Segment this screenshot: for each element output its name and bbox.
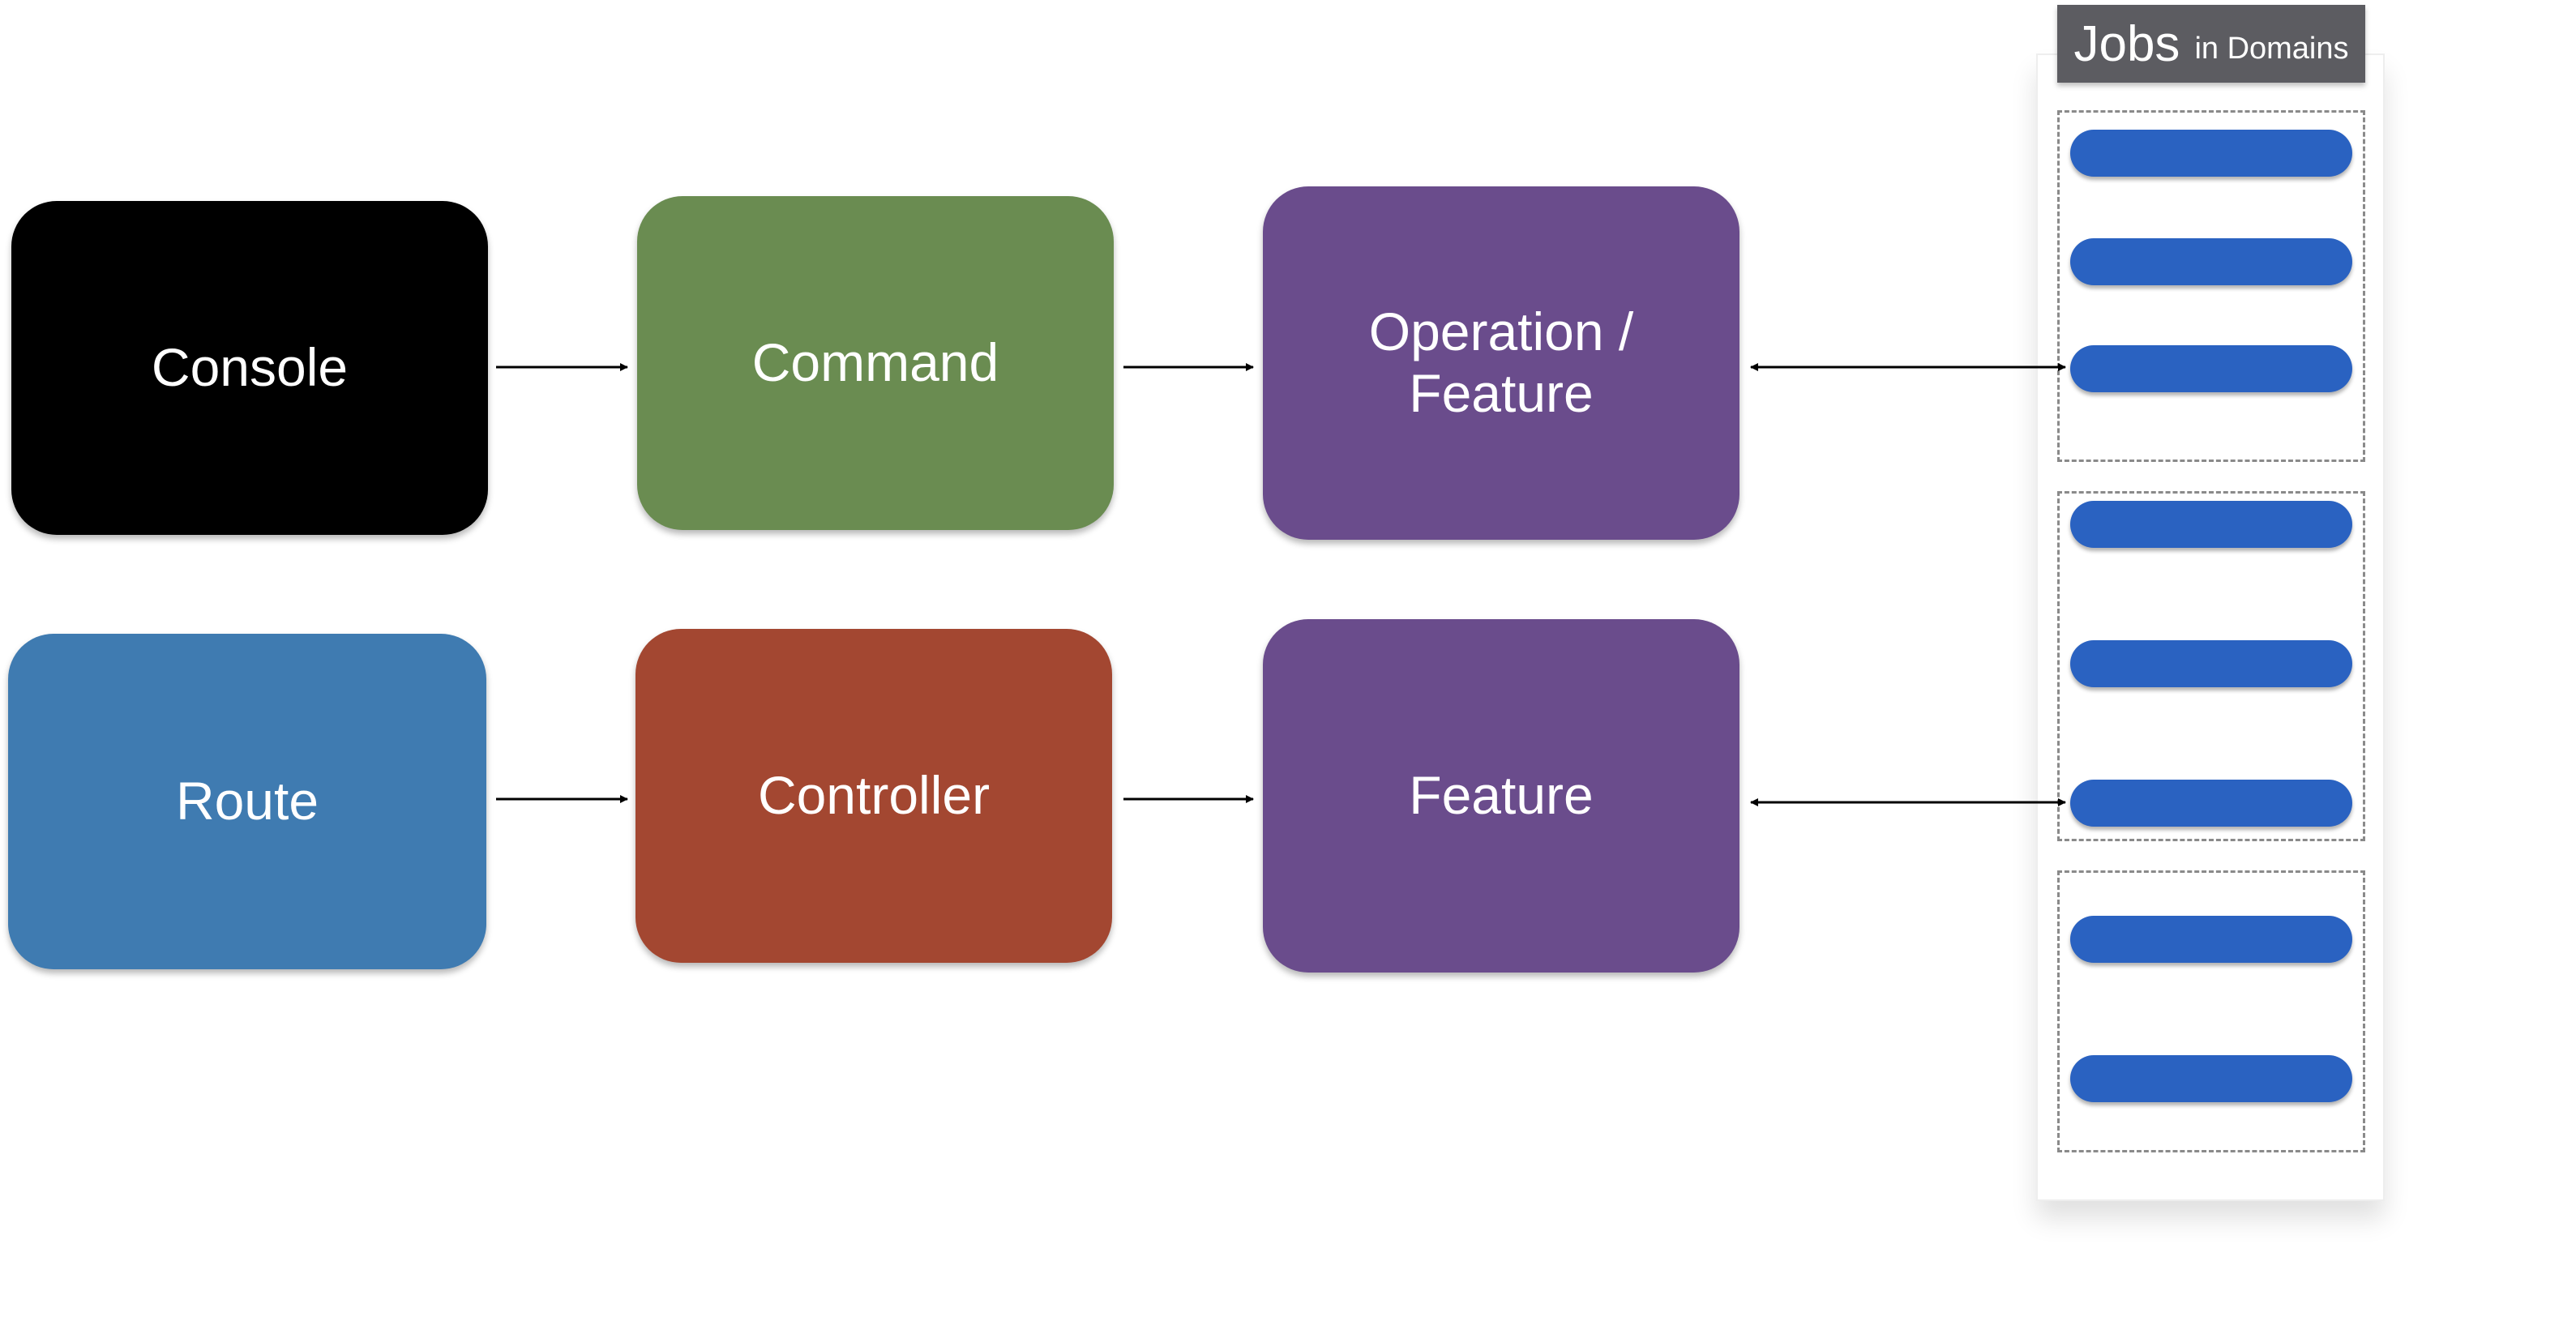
- jobs-panel-subtitle: in Domains: [2194, 31, 2349, 66]
- controller-label: Controller: [757, 765, 991, 826]
- jobs-panel-header: Jobs in Domains: [2057, 5, 2365, 83]
- operation-feature-label-line2: Feature: [1409, 363, 1594, 423]
- jobs-panel-title: Jobs: [2073, 15, 2180, 72]
- job-item: [2070, 345, 2352, 392]
- job-item: [2070, 916, 2352, 963]
- console-node: Console: [11, 201, 488, 535]
- console-label: Console: [151, 337, 349, 398]
- job-item: [2070, 640, 2352, 687]
- feature-label: Feature: [1409, 765, 1594, 826]
- job-item: [2070, 238, 2352, 285]
- job-item: [2070, 501, 2352, 548]
- domain-group-1: [2057, 110, 2365, 462]
- operation-feature-node: Operation / Feature: [1263, 186, 1739, 540]
- job-item: [2070, 1055, 2352, 1102]
- operation-feature-label-line1: Operation /: [1368, 301, 1634, 362]
- job-item: [2070, 130, 2352, 177]
- feature-node: Feature: [1263, 619, 1739, 973]
- domain-group-2: [2057, 491, 2365, 841]
- route-node: Route: [8, 634, 486, 969]
- controller-node: Controller: [635, 629, 1112, 963]
- route-label: Route: [175, 771, 319, 832]
- job-item: [2070, 780, 2352, 827]
- command-node: Command: [637, 196, 1114, 530]
- command-label: Command: [751, 332, 999, 393]
- domain-group-3: [2057, 870, 2365, 1152]
